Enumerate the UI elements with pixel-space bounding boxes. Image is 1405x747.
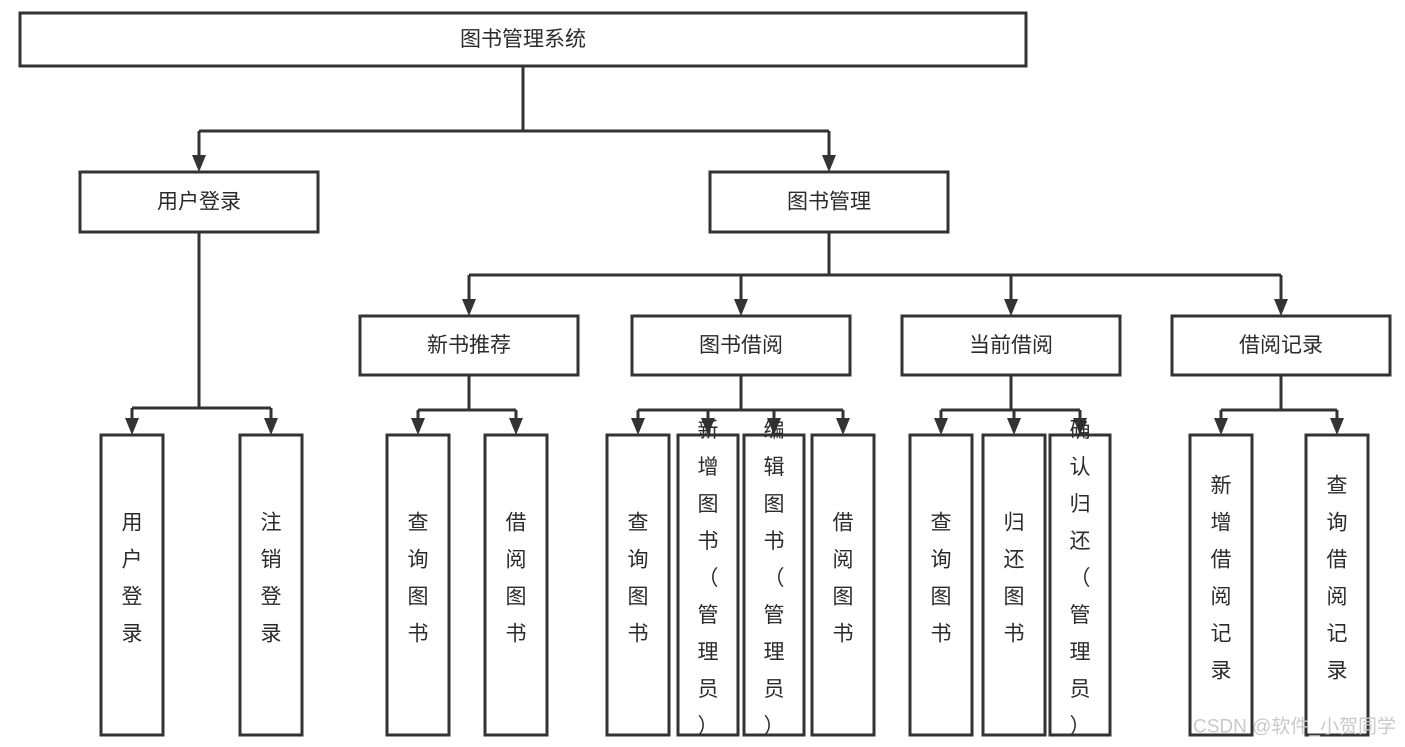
arrow-head-icon — [1330, 418, 1344, 435]
node-box-leaf-user-login — [99, 433, 165, 737]
arrow-head-icon — [192, 155, 206, 172]
node-box-user-login — [78, 170, 320, 234]
node-box-new-book-recommend — [358, 314, 580, 377]
node-label-leaf-user-login: 用户登录 — [122, 512, 143, 646]
node-label-user-login: 用户登录 — [157, 191, 241, 214]
arrow-head-icon — [734, 299, 748, 316]
node-label-leaf-return-book: 归还图书 — [1004, 512, 1025, 646]
node-label-borrow-record: 借阅记录 — [1239, 334, 1323, 357]
arrow-head-icon — [701, 418, 715, 435]
node-label-new-book-recommend: 新书推荐 — [427, 334, 511, 357]
node-label-leaf-borrow-book-bb: 借阅图书 — [833, 512, 854, 646]
arrow-head-icon — [1007, 418, 1021, 435]
node-box-leaf-query-book-bb — [605, 433, 671, 737]
node-leaf-query-book-cb[interactable]: 查询图书 — [908, 433, 974, 737]
arrow-head-icon — [411, 418, 425, 435]
node-new-book-recommend[interactable]: 新书推荐 — [358, 314, 580, 377]
node-leaf-query-borrow-record[interactable]: 查询借阅记录 — [1304, 433, 1370, 737]
node-box-leaf-edit-book-admin — [742, 433, 806, 737]
node-label-leaf-borrow-book-nbr: 借阅图书 — [506, 512, 527, 646]
node-label-leaf-edit-book-admin: 编辑图书（管理员） — [764, 419, 785, 738]
node-box-leaf-borrow-book-nbr — [483, 433, 549, 737]
node-label-leaf-query-borrow-record: 查询借阅记录 — [1327, 475, 1348, 683]
node-leaf-edit-book-admin[interactable]: 编辑图书（管理员） — [742, 419, 806, 738]
node-leaf-add-book-admin[interactable]: 新增图书（管理员） — [676, 419, 740, 738]
nodes-layer: 图书管理系统用户登录图书管理新书推荐图书借阅当前借阅借阅记录用户登录注销登录查询… — [18, 11, 1392, 738]
arrow-head-icon — [767, 418, 781, 435]
node-user-login[interactable]: 用户登录 — [78, 170, 320, 234]
node-book-management[interactable]: 图书管理 — [708, 170, 950, 234]
arrow-head-icon — [822, 155, 836, 172]
node-leaf-query-book-nbr[interactable]: 查询图书 — [385, 433, 451, 737]
node-label-root: 图书管理系统 — [460, 28, 586, 51]
arrow-head-icon — [1004, 299, 1018, 316]
csdn-watermark: CSDN @软件_小贺同学 — [1193, 716, 1396, 738]
node-book-borrow[interactable]: 图书借阅 — [630, 314, 852, 377]
arrow-head-icon — [462, 299, 476, 316]
node-box-leaf-query-book-cb — [908, 433, 974, 737]
arrow-head-icon — [1274, 299, 1288, 316]
node-box-leaf-confirm-return-admin — [1048, 433, 1112, 737]
node-label-book-management: 图书管理 — [787, 191, 871, 214]
arrow-head-icon — [836, 418, 850, 435]
node-leaf-add-borrow-record[interactable]: 新增借阅记录 — [1188, 433, 1254, 737]
arrow-head-icon — [631, 418, 645, 435]
node-label-leaf-confirm-return-admin: 确认归还（管理员） — [1070, 419, 1091, 738]
arrow-head-icon — [509, 418, 523, 435]
node-box-leaf-add-borrow-record — [1188, 433, 1254, 737]
connectors-layer — [125, 66, 1344, 435]
node-box-leaf-query-borrow-record — [1304, 433, 1370, 737]
node-leaf-borrow-book-nbr[interactable]: 借阅图书 — [483, 433, 549, 737]
node-leaf-query-book-bb[interactable]: 查询图书 — [605, 433, 671, 737]
arrow-head-icon — [125, 418, 139, 435]
node-borrow-record[interactable]: 借阅记录 — [1170, 314, 1392, 377]
node-label-leaf-add-book-admin: 新增图书（管理员） — [698, 419, 719, 738]
node-label-leaf-query-book-nbr: 查询图书 — [408, 512, 429, 646]
node-leaf-user-logout[interactable]: 注销登录 — [238, 433, 304, 737]
node-label-leaf-add-borrow-record: 新增借阅记录 — [1211, 475, 1232, 683]
node-label-leaf-query-book-cb: 查询图书 — [931, 512, 952, 646]
node-leaf-borrow-book-bb[interactable]: 借阅图书 — [810, 433, 876, 737]
node-label-current-borrow: 当前借阅 — [969, 334, 1053, 357]
node-box-leaf-return-book — [981, 433, 1047, 737]
node-leaf-return-book[interactable]: 归还图书 — [981, 433, 1047, 737]
node-current-borrow[interactable]: 当前借阅 — [900, 314, 1122, 377]
node-box-current-borrow — [900, 314, 1122, 377]
node-label-leaf-user-logout: 注销登录 — [261, 512, 282, 646]
node-box-leaf-query-book-nbr — [385, 433, 451, 737]
node-label-leaf-query-book-bb: 查询图书 — [628, 512, 649, 646]
arrow-head-icon — [264, 418, 278, 435]
node-label-book-borrow: 图书借阅 — [699, 334, 783, 357]
arrow-head-icon — [1073, 418, 1087, 435]
node-box-book-borrow — [630, 314, 852, 377]
arrow-head-icon — [1214, 418, 1228, 435]
node-leaf-user-login[interactable]: 用户登录 — [99, 433, 165, 737]
node-box-leaf-user-logout — [238, 433, 304, 737]
node-box-leaf-add-book-admin — [676, 433, 740, 737]
node-box-book-management — [708, 170, 950, 234]
node-box-root — [18, 11, 1028, 68]
node-box-leaf-borrow-book-bb — [810, 433, 876, 737]
node-root[interactable]: 图书管理系统 — [18, 11, 1028, 68]
arrow-head-icon — [934, 418, 948, 435]
node-leaf-confirm-return-admin[interactable]: 确认归还（管理员） — [1048, 419, 1112, 738]
node-box-borrow-record — [1170, 314, 1392, 377]
